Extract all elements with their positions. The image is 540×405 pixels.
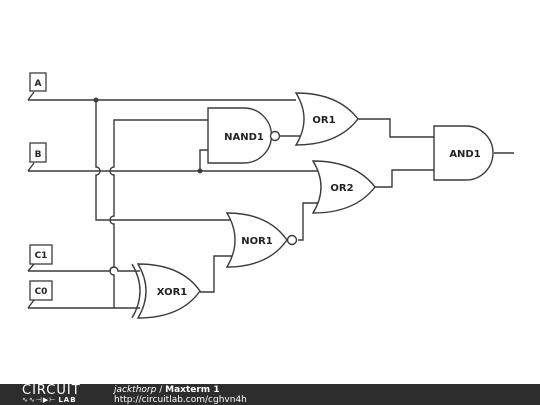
- nand1-label: NAND1: [224, 132, 264, 143]
- input-port-b: B: [27, 142, 47, 172]
- xor1-label: XOR1: [157, 287, 188, 298]
- wire-xor1-nor1: [200, 255, 232, 293]
- input-label-c1: C1: [35, 251, 48, 261]
- logo-lab-text: LAB: [58, 396, 77, 404]
- logo-word: CIRCUIT: [22, 383, 81, 398]
- nor1-gate: NOR1: [225, 212, 298, 268]
- input-port-c0: C0: [27, 280, 53, 309]
- wire-or2-and1: [375, 169, 435, 188]
- credit-separator: /: [159, 385, 163, 395]
- author-name[interactable]: jackthorp: [114, 385, 157, 395]
- footer-bar: CIRCUIT ∿∿⊣▶⊢LAB jackthorp / Maxterm 1 h…: [0, 384, 540, 405]
- input-label-b: B: [35, 150, 42, 160]
- circuit-title[interactable]: Maxterm 1: [165, 385, 220, 395]
- nand1-gate: NAND1: [207, 107, 281, 164]
- wire-a-branch: [95, 100, 232, 221]
- circuit-schematic: NAND1 OR1 OR2 NOR1 XOR1 AND1 A B: [27, 72, 514, 319]
- logo-wire-icon: ∿∿⊣▶⊢: [22, 396, 57, 404]
- or1-gate: OR1: [294, 92, 359, 146]
- and1-label: AND1: [449, 149, 480, 160]
- nor1-label: NOR1: [241, 236, 273, 247]
- input-port-a: A: [27, 72, 47, 101]
- or2-label: OR2: [330, 183, 353, 194]
- and1-gate: AND1: [433, 125, 494, 181]
- logo-sub: ∿∿⊣▶⊢LAB: [22, 396, 77, 404]
- xor1-gate: XOR1: [131, 263, 201, 319]
- input-label-a: A: [35, 79, 42, 89]
- input-port-c1: C1: [27, 244, 53, 272]
- circuitlab-logo: CIRCUIT: [22, 384, 81, 397]
- circuit-url[interactable]: http://circuitlab.com/cghvn4h: [114, 395, 247, 405]
- credit-line: jackthorp / Maxterm 1: [114, 385, 220, 395]
- junction-a: [93, 97, 99, 103]
- wire-or1-and1: [358, 118, 435, 138]
- input-label-c0: C0: [35, 287, 48, 297]
- junction-b: [197, 168, 203, 174]
- wire-c1: [28, 266, 140, 272]
- wire-nor1-or2: [298, 202, 319, 241]
- or1-label: OR1: [312, 115, 335, 126]
- or2-gate: OR2: [311, 160, 376, 214]
